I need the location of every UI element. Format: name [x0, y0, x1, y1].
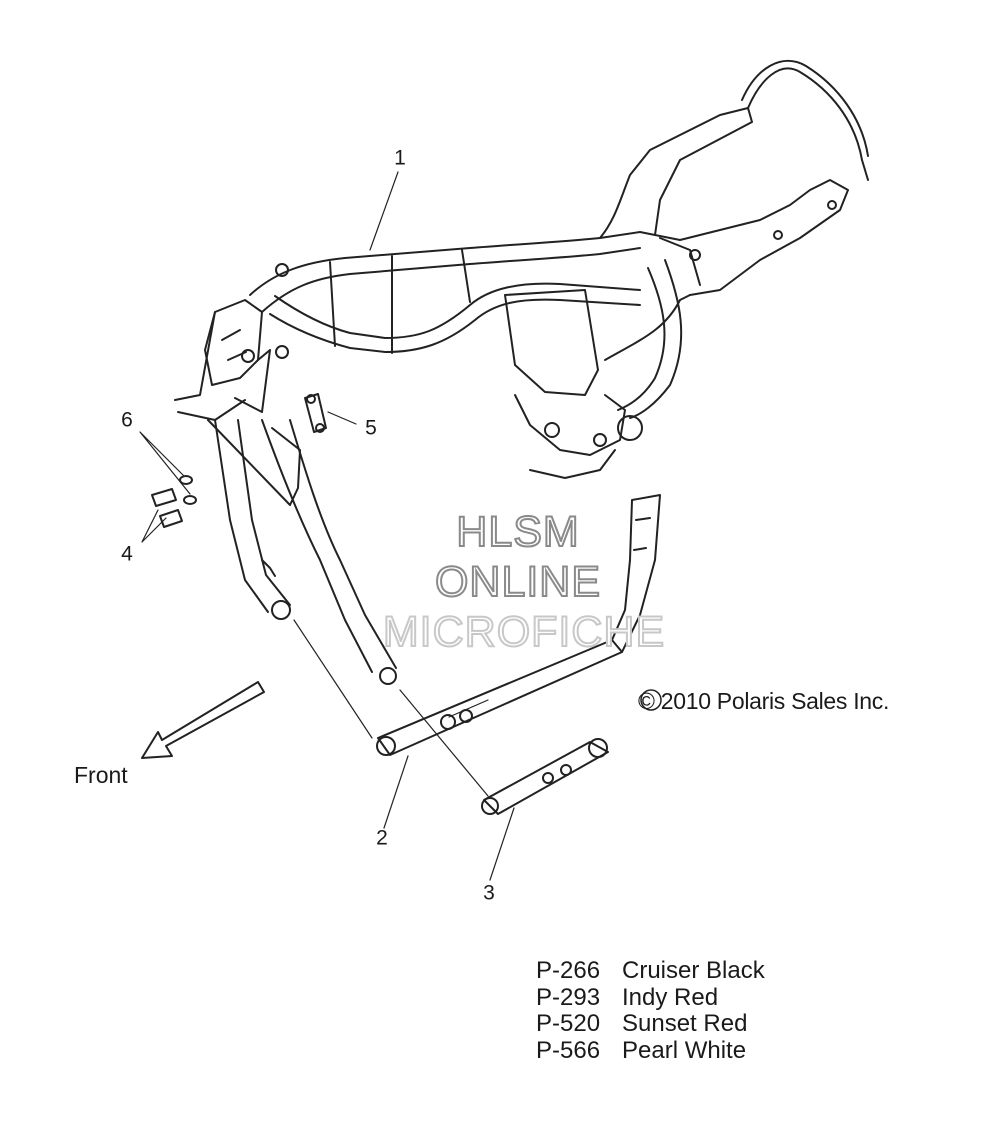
- paint-code: P-566: [536, 1036, 601, 1064]
- callout-6: 6: [121, 408, 133, 432]
- support-bracket-part-3: [481, 738, 609, 815]
- copyright-circle: [640, 689, 662, 711]
- leader-lines: [139, 171, 515, 881]
- paint-code: P-293: [536, 983, 601, 1011]
- front-arrow-icon: [141, 681, 265, 759]
- paint-code-table: P-266 Cruiser Black P-293 Indy Red P-520…: [536, 957, 765, 1065]
- strap-part-5: [304, 393, 327, 433]
- callout-4: 4: [121, 542, 133, 566]
- assembly-lines: [293, 619, 489, 797]
- paint-code-row: P-293 Indy Red: [536, 983, 765, 1012]
- callout-2: 2: [376, 826, 388, 850]
- callout-3: 3: [483, 881, 495, 905]
- paint-name: Indy Red: [622, 983, 719, 1011]
- down-tubes: [207, 419, 397, 685]
- fasteners-parts-4-6: [151, 475, 197, 528]
- watermark-line-3: MICROFICHE: [382, 607, 666, 657]
- paint-name: Pearl White: [622, 1036, 747, 1064]
- watermark-line-1: HLSM: [455, 507, 580, 557]
- paint-code-row: P-266 Cruiser Black: [536, 957, 765, 985]
- paint-code: P-266: [536, 957, 601, 984]
- copyright-notice: © 2010 Polaris Sales Inc.: [638, 688, 890, 714]
- paint-code-row: P-566 Pearl White: [536, 1036, 765, 1065]
- watermark-line-2: ONLINE: [434, 557, 602, 607]
- lower-cross-member-part-2: [376, 494, 661, 756]
- callout-1: 1: [394, 146, 406, 170]
- paint-code-row: P-520 Sunset Red: [536, 1010, 765, 1038]
- main-frame-part-1: [174, 60, 869, 479]
- paint-name: Sunset Red: [622, 1010, 748, 1037]
- front-label: Front: [74, 762, 128, 788]
- paint-code: P-520: [536, 1010, 601, 1037]
- paint-name: Cruiser Black: [622, 957, 765, 984]
- callout-5: 5: [365, 416, 377, 440]
